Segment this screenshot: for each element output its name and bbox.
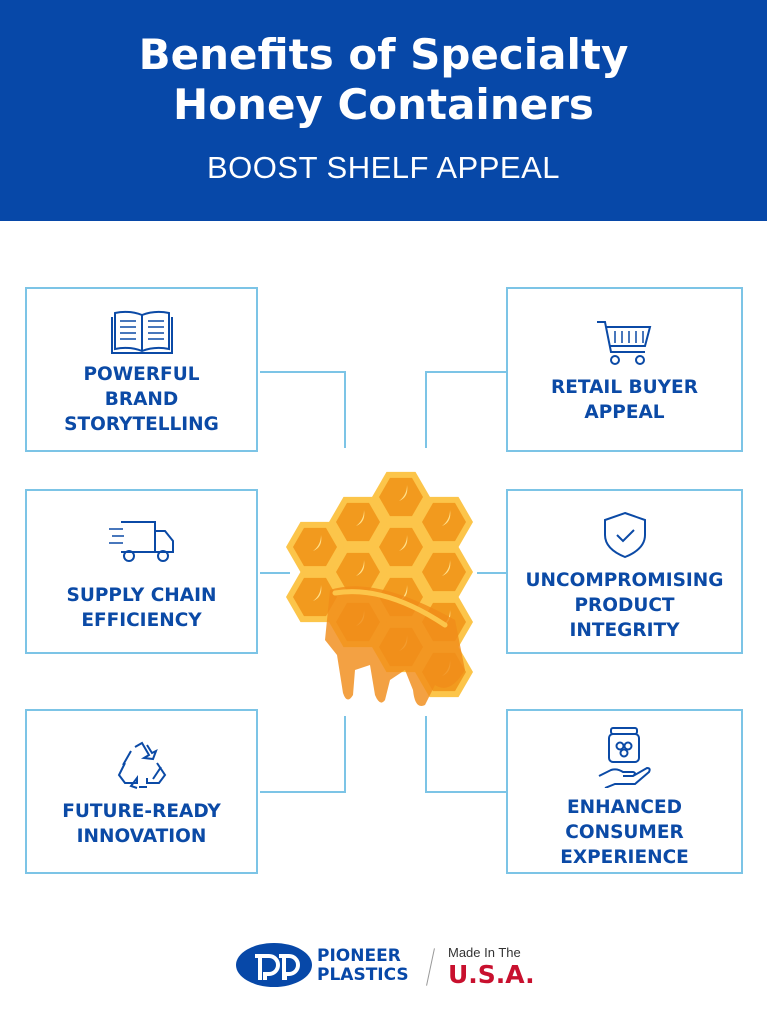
recycle-icon: [117, 741, 166, 789]
connector: [260, 791, 346, 793]
connector: [425, 371, 507, 373]
title-line-1: Benefits of Specialty: [138, 30, 629, 79]
connector: [425, 791, 507, 793]
connector: [477, 572, 507, 574]
brand-line-2: PLASTICS: [317, 965, 409, 985]
honeycomb-cell: [329, 546, 387, 598]
connector: [425, 371, 427, 448]
book-icon: [110, 310, 173, 354]
benefit-label: ENHANCED CONSUMER EXPERIENCE: [560, 797, 689, 868]
made-in-text: Made In The: [448, 945, 521, 960]
benefit-future-ready: FUTURE-READY INNOVATION: [25, 709, 258, 874]
honey-jar-hand-icon: [598, 727, 651, 788]
benefit-consumer-experience: ENHANCED CONSUMER EXPERIENCE: [506, 709, 743, 874]
page-subtitle: BOOST SHELF APPEAL: [206, 150, 560, 185]
benefit-label: RETAIL BUYER APPEAL: [551, 377, 698, 423]
benefit-product-integrity: UNCOMPROMISING PRODUCT INTEGRITY: [506, 489, 743, 654]
benefit-label: UNCOMPROMISING PRODUCT INTEGRITY: [525, 570, 724, 641]
benefit-label: FUTURE-READY INNOVATION: [62, 801, 221, 847]
connector: [260, 371, 346, 373]
title-line-2: Honey Containers: [173, 80, 594, 129]
benefit-label: SUPPLY CHAIN EFFICIENCY: [66, 585, 217, 631]
honeycomb-cell: [329, 496, 387, 548]
shield-check-icon: [603, 511, 646, 559]
honeycomb-illustration: [286, 471, 473, 706]
connector: [344, 371, 346, 448]
delivery-truck-icon: [108, 521, 174, 562]
connector: [344, 716, 346, 793]
honey-highlight: [332, 589, 448, 628]
benefit-brand-storytelling: POWERFUL BRAND STORYTELLING: [25, 287, 258, 452]
honeycomb-cell: [415, 546, 473, 598]
connector: [425, 716, 427, 793]
shopping-cart-icon: [596, 321, 651, 365]
honeycomb-cell: [372, 471, 430, 523]
connector: [260, 572, 290, 574]
divider: [426, 948, 435, 986]
honeycomb-cell: [286, 521, 344, 573]
honeycomb-cell: [372, 521, 430, 573]
benefit-label: POWERFUL BRAND STORYTELLING: [64, 364, 219, 435]
pioneer-plastics-logo-icon: [236, 943, 312, 987]
usa-text: U.S.A.: [448, 960, 535, 989]
brand-line-1: PIONEER: [317, 946, 401, 966]
honeycomb-cell: [415, 496, 473, 548]
benefit-supply-chain: SUPPLY CHAIN EFFICIENCY: [25, 489, 258, 654]
benefit-retail-buyer-appeal: RETAIL BUYER APPEAL: [506, 287, 743, 452]
